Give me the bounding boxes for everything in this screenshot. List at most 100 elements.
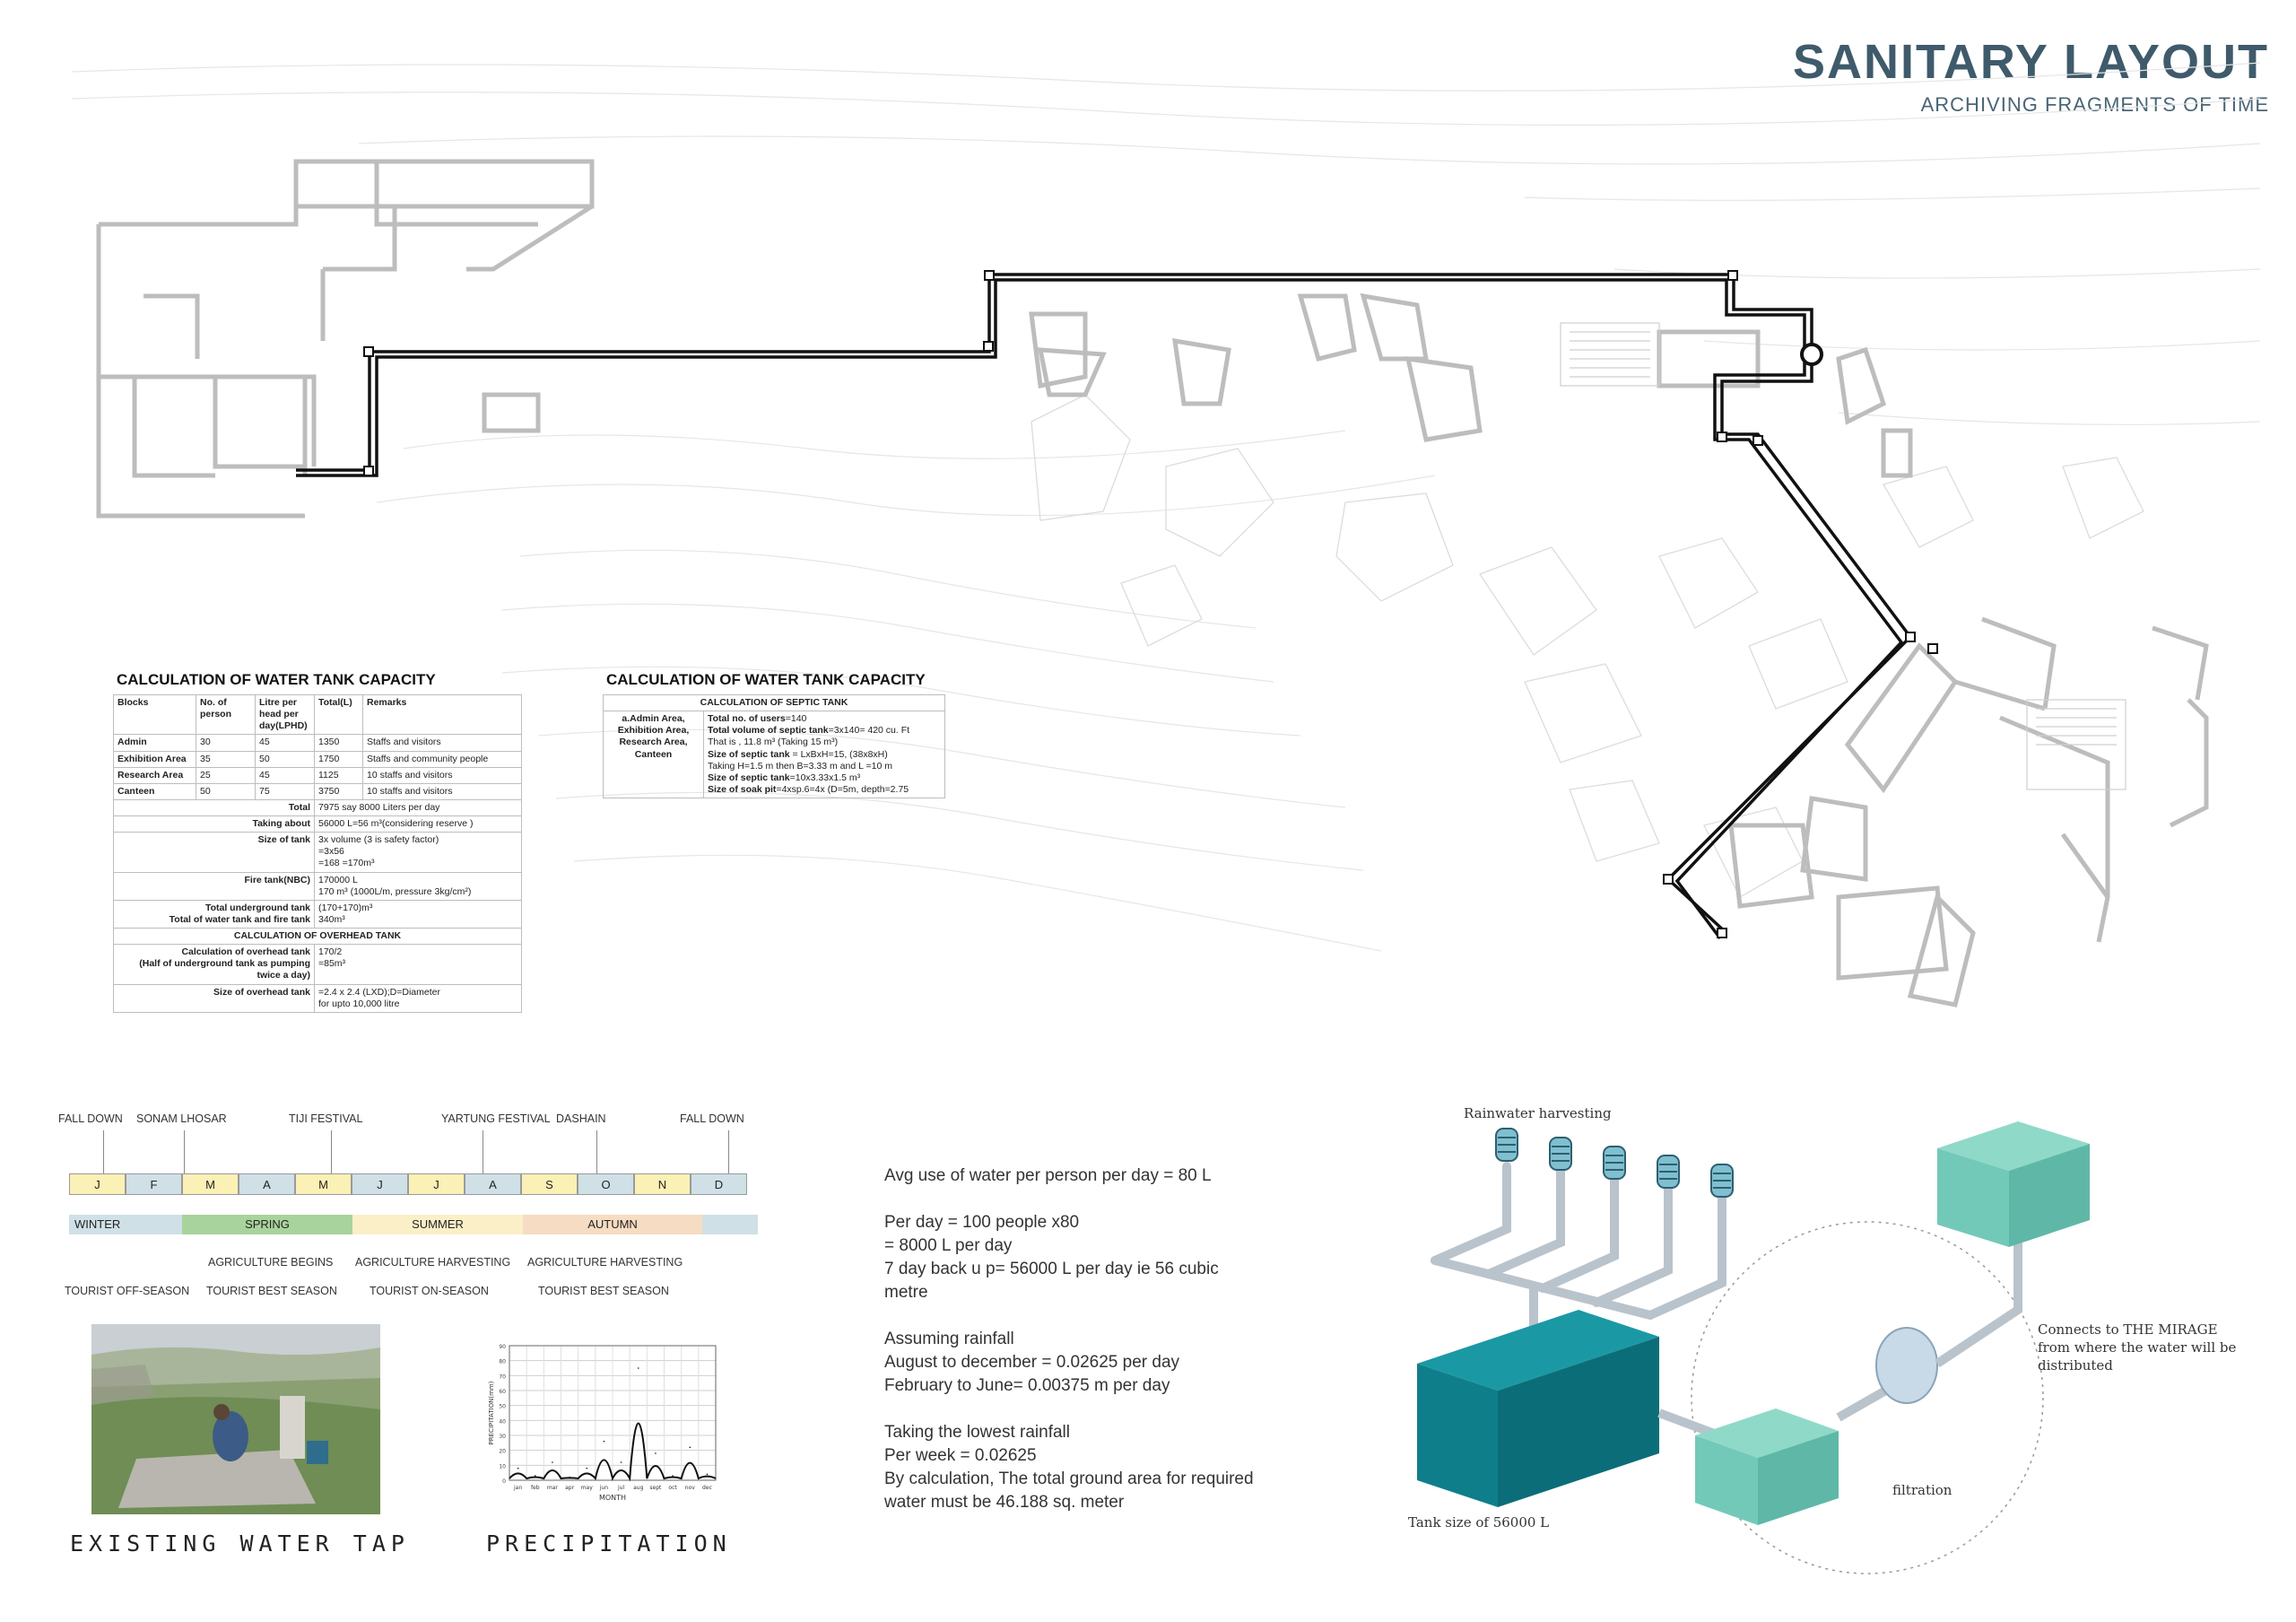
y-tick-label: 90 [499, 1344, 506, 1350]
table-cell: Research Area [113, 766, 196, 784]
season-cell: SUMMER [352, 1215, 523, 1234]
septic-line: Size of soak pit=4xsp.6=4x (D=5m, depth=… [708, 784, 941, 796]
table-cell: 50 [196, 782, 256, 800]
page-subtitle: ARCHIVING FRAGMENTS OF TIME [1920, 93, 2269, 116]
x-tick-label: jan [513, 1485, 522, 1491]
collector-pipes [1431, 1162, 1726, 1341]
festival-label: DASHAIN [556, 1112, 606, 1125]
data-point [672, 1475, 674, 1477]
month-cell: J [69, 1173, 126, 1195]
y-tick-label: 80 [499, 1359, 506, 1365]
septic-blocks: a.Admin Area, Exhibition Area, Research … [603, 711, 704, 798]
septic-line-label: Total volume of septic tank [708, 725, 829, 737]
summary-value: 170000 L 170 m³ (1000L/m, pressure 3kg/c… [314, 871, 522, 901]
season-cell: SPRING [182, 1215, 352, 1234]
month-cell: O [578, 1173, 634, 1195]
table-cell: 10 staffs and visitors [362, 766, 522, 784]
x-tick-label: apr [565, 1485, 574, 1491]
calculation-line: = 8000 L per day [884, 1236, 1013, 1255]
month-cell: S [521, 1173, 578, 1195]
table-cell: Staffs and community people [362, 750, 522, 768]
festival-tick [331, 1130, 332, 1173]
mirage-tank [1937, 1121, 2090, 1247]
table-cell: 45 [255, 766, 315, 784]
summary-value: 7975 say 8000 Liters per day [314, 798, 522, 817]
summary-row: Fire tank(NBC)170000 L 170 m³ (1000L/m, … [113, 871, 522, 901]
calculation-line: 7 day back u p= 56000 L per day ie 56 cu… [884, 1260, 1219, 1278]
month-cell: A [465, 1173, 521, 1195]
septic-line-label: Size of septic tank [708, 748, 790, 760]
season-cell [702, 1215, 758, 1234]
agriculture-label: AGRICULTURE BEGINS [208, 1256, 334, 1269]
septic-line-value: =3x140= 420 cu. Ft That is , 11.8 m³ (Ta… [708, 725, 910, 748]
agriculture-label: AGRICULTURE HARVESTING [527, 1256, 683, 1269]
precipitation-caption: PRECIPITATION [486, 1530, 732, 1557]
data-point [569, 1476, 570, 1478]
x-tick-label: aug [633, 1485, 643, 1491]
septic-line-label: Size of septic tank [708, 772, 790, 783]
data-point [603, 1440, 605, 1443]
overhead-heading: CALCULATION OF OVERHEAD TANK [113, 927, 522, 946]
table-cell: Exhibition Area [113, 750, 196, 768]
table-header-cell: Total(L) [314, 693, 363, 736]
tourism-label: TOURIST BEST SEASON [206, 1285, 337, 1297]
septic-line: Total volume of septic tank=3x140= 420 c… [708, 725, 941, 748]
table-header-cell: No. of person [196, 693, 256, 736]
data-point [655, 1452, 657, 1454]
month-cell: F [126, 1173, 182, 1195]
septic-line-label: Size of soak pit [708, 783, 777, 795]
summary-value: 56000 L=56 m³(considering reserve ) [314, 815, 522, 833]
agriculture-label: AGRICULTURE HARVESTING [355, 1256, 511, 1269]
data-point [517, 1467, 519, 1469]
septic-tank-table: CALCULATION OF SEPTIC TANK a.Admin Area,… [603, 693, 945, 798]
summary-label: Taking about [113, 815, 315, 833]
tank-table-title: CALCULATION OF WATER TANK CAPACITY [117, 671, 436, 688]
summary-label: Calculation of overhead tank (Half of un… [113, 944, 315, 985]
calculation-line: Taking the lowest rainfall [884, 1423, 1070, 1442]
table-cell: 45 [255, 734, 315, 752]
calculation-line: February to June= 0.00375 m per day [884, 1376, 1170, 1395]
festival-label: FALL DOWN [680, 1112, 744, 1125]
pipe-junctions [363, 270, 1938, 938]
table-cell: 25 [196, 766, 256, 784]
summary-label: Total underground tank Total of water ta… [113, 899, 315, 929]
table-cell: 3750 [314, 782, 363, 800]
summary-label: Size of overhead tank [113, 983, 315, 1013]
building-outlines [96, 159, 2209, 1007]
table-cell: 1125 [314, 766, 363, 784]
summary-value: 170/2 =85m³ [314, 944, 522, 985]
festival-tick [103, 1130, 104, 1173]
festival-tick [596, 1130, 597, 1173]
x-tick-label: jun [599, 1485, 608, 1491]
water-tap-caption: EXISTING WATER TAP [70, 1530, 410, 1557]
table-cell: 50 [255, 750, 315, 768]
summary-label: Fire tank(NBC) [113, 871, 315, 901]
septic-line-value: =140 [785, 713, 807, 725]
filter-tank [1695, 1408, 1839, 1525]
festival-label: SONAM LHOSAR [136, 1112, 227, 1125]
rainwater-harvesting-diagram [1417, 1121, 2090, 1574]
overhead-heading-row: CALCULATION OF OVERHEAD TANK [113, 927, 522, 946]
season-cell: AUTUMN [523, 1215, 702, 1234]
data-point [534, 1475, 536, 1477]
tourism-label: TOURIST ON-SEASON [370, 1285, 489, 1297]
y-tick-label: 30 [499, 1434, 506, 1440]
terrain-outlines [1031, 394, 2144, 898]
table-cell: 75 [255, 782, 315, 800]
table-cell: 10 staffs and visitors [362, 782, 522, 800]
calculation-line: Assuming rainfall [884, 1330, 1014, 1348]
table-cell: 1750 [314, 750, 363, 768]
table-cell: 30 [196, 734, 256, 752]
festival-label: FALL DOWN [58, 1112, 123, 1125]
x-tick-label: nov [685, 1485, 695, 1491]
y-tick-label: 60 [499, 1389, 506, 1395]
month-cell: M [295, 1173, 352, 1195]
y-tick-label: 0 [502, 1478, 506, 1485]
tourism-label: TOURIST OFF-SEASON [65, 1285, 190, 1297]
septic-line-value: =4xsp.6=4x (D=5m, depth=2.75 [776, 783, 909, 795]
